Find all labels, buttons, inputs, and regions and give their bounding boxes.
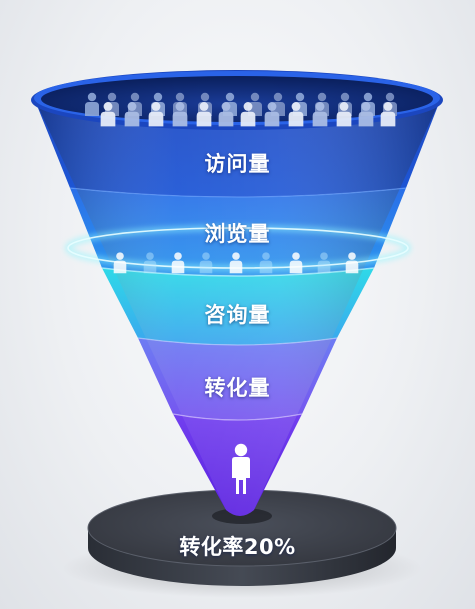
people-row-icon: [113, 252, 359, 274]
people-crowd-icon: [85, 92, 397, 127]
person-icon: [232, 443, 250, 494]
conversion-rate-label: 转化率20%: [179, 535, 296, 559]
stage-label-visits: 访问量: [204, 152, 271, 176]
stage-label-views: 浏览量: [204, 222, 271, 246]
stage-label-inquiries: 咨询量: [204, 303, 271, 327]
stage-label-conversions: 转化量: [204, 376, 271, 400]
base-pedestal: [87, 489, 397, 586]
